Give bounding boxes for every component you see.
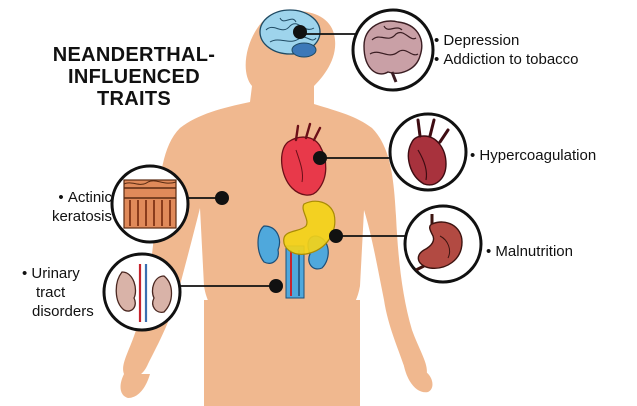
heart-callout bbox=[388, 112, 468, 192]
heart-marker bbox=[313, 151, 327, 165]
body-silhouette bbox=[120, 10, 433, 406]
kidney-callout bbox=[102, 252, 182, 332]
brain-marker bbox=[293, 25, 307, 39]
trait-item-continued: keratosis bbox=[51, 208, 112, 225]
trait-text: Urinary bbox=[31, 265, 80, 282]
kidney-trait-list: • Urinary tract disorders bbox=[22, 264, 112, 321]
title-line: TRAITS bbox=[96, 88, 172, 110]
trait-item: Depression bbox=[434, 31, 579, 50]
trait-item: Addiction to tobacco bbox=[434, 50, 578, 69]
title-line: INFLUENCED bbox=[68, 66, 200, 88]
stomach-callout bbox=[403, 204, 483, 284]
brain-organ bbox=[259, 9, 321, 58]
trait-text: Actinic bbox=[67, 189, 112, 206]
brain-trait-list: Depression Addiction to tobacco bbox=[434, 31, 579, 69]
stomach-marker bbox=[329, 229, 343, 243]
trait-item-continued: tract bbox=[36, 284, 66, 301]
trait-item: Hypercoagulation bbox=[470, 146, 596, 165]
kidney-marker bbox=[269, 279, 283, 293]
heart-organ bbox=[281, 122, 327, 196]
kidney-organ bbox=[257, 225, 329, 299]
title-line: NEANDERTHAL- bbox=[52, 44, 216, 66]
trait-item: Malnutrition bbox=[486, 242, 573, 261]
stomach-trait-list: Malnutrition bbox=[486, 242, 573, 261]
diagram-title: NEANDERTHAL- INFLUENCED TRAITS bbox=[34, 44, 234, 110]
brain-callout bbox=[351, 8, 435, 92]
trait-item: • Urinary bbox=[22, 265, 80, 282]
stomach-organ bbox=[283, 200, 336, 255]
skin-callout bbox=[110, 164, 190, 244]
skin-trait-list: • Actinic keratosis bbox=[28, 188, 112, 226]
trait-item-continued: disorders bbox=[32, 303, 94, 320]
trait-item: • Actinic bbox=[58, 189, 112, 206]
heart-trait-list: Hypercoagulation bbox=[470, 146, 596, 165]
skin-marker bbox=[215, 191, 229, 205]
